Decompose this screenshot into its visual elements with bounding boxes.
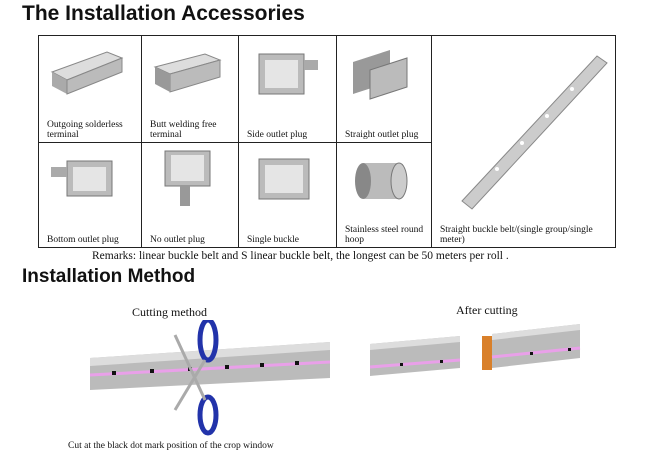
accessory-cell: Outgoing solderless terminal bbox=[38, 35, 142, 143]
cut-caption: Cut at the black dot mark position of th… bbox=[68, 441, 274, 451]
plug-image bbox=[164, 150, 211, 206]
accessory-cell: Butt welding free terminal bbox=[141, 35, 239, 143]
accessories-table: Outgoing solderless terminal Butt weldin… bbox=[38, 35, 616, 248]
terminal-image bbox=[50, 51, 124, 95]
buckle-image bbox=[258, 158, 310, 200]
after-cutting-label: After cutting bbox=[456, 303, 518, 317]
page-title: The Installation Accessories bbox=[22, 2, 305, 25]
after-cutting-illustration bbox=[370, 324, 581, 376]
hoop-image bbox=[355, 162, 408, 200]
accessory-cell: No outlet plug bbox=[141, 142, 239, 248]
buckle-belt-image bbox=[461, 55, 608, 210]
plug-image bbox=[51, 160, 113, 197]
plug-image bbox=[258, 53, 318, 95]
accessory-cell: Straight outlet plug bbox=[336, 35, 432, 143]
accessory-cell: Side outlet plug bbox=[238, 35, 337, 143]
scissors-icon bbox=[173, 320, 219, 436]
accessory-cell: Stainless steel round hoop bbox=[336, 142, 432, 248]
terminal-image bbox=[153, 53, 222, 93]
accessory-cell: Bottom outlet plug bbox=[38, 142, 142, 248]
cutting-illustration bbox=[90, 320, 330, 436]
plug-image bbox=[353, 50, 408, 100]
accessory-cell: Single buckle bbox=[238, 142, 337, 248]
accessory-cell: Straight buckle belt/(single group/singl… bbox=[431, 35, 616, 248]
section-title: Installation Method bbox=[22, 266, 196, 287]
remarks: Remarks: linear buckle belt and S linear… bbox=[92, 250, 509, 262]
cutting-label: Cutting method bbox=[132, 305, 207, 319]
